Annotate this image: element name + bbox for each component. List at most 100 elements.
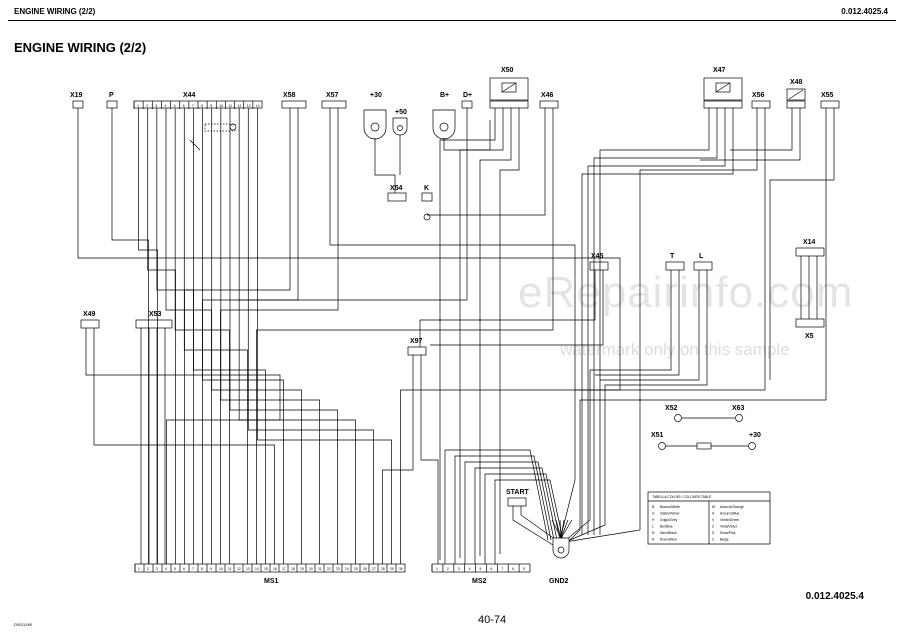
ms1-pin-number: 1: [138, 567, 140, 571]
x44-pin-number: 9: [210, 104, 212, 108]
terminal-plus30: +30: [363, 92, 387, 140]
connector-x56: X56: [751, 92, 771, 109]
connector-x97-label: X97: [410, 338, 423, 345]
watermark-sub: watermark only on this sample: [560, 340, 790, 359]
ms1-pin-number: 10: [219, 567, 223, 571]
color-table-cell: A: [712, 512, 715, 516]
connector-l: L: [693, 253, 713, 271]
ms1-pin-number: 7: [192, 567, 194, 571]
wire: [484, 473, 561, 564]
ms2-pin-number: 5: [480, 567, 482, 571]
wire: [575, 108, 766, 391]
wire: [559, 519, 562, 539]
wire: [238, 108, 356, 564]
connector-x47: X47: [703, 67, 743, 109]
ms2-pin-number: 9: [523, 567, 525, 571]
color-table-cell: Beige: [720, 538, 729, 542]
color-table-cell: Bianco/White: [660, 505, 680, 509]
connector-x58: X58: [281, 92, 307, 109]
ms1-pin-number: 2: [147, 567, 149, 571]
ms1-pin-number: 30: [399, 567, 403, 571]
x44-pin-number: 10: [219, 104, 223, 108]
ground-gnd2: GND2: [549, 537, 570, 585]
x44-pin-number: 4: [165, 104, 167, 108]
ms1-pin-number: 13: [246, 567, 250, 571]
wire: [247, 108, 374, 564]
wire: [329, 108, 576, 541]
ms1-pin-number: 22: [327, 567, 331, 571]
wire: [479, 108, 512, 556]
connector-x53-label: X53: [149, 311, 162, 318]
terminal-plus50: +50: [392, 109, 408, 136]
connector-k: K: [421, 185, 433, 221]
wire: [520, 506, 557, 541]
wire: [593, 108, 718, 535]
color-table-cell: V: [712, 518, 715, 522]
wire: [111, 108, 149, 564]
wire: [499, 108, 520, 554]
x44-pin-number: 2: [146, 104, 148, 108]
connector-x54-label: X54: [390, 185, 403, 192]
connector-x5-label: X5: [805, 333, 814, 340]
ms1-pin-number: 6: [183, 567, 185, 571]
terminal-d-plus-label: D+: [463, 92, 472, 99]
connector-x45-label: X45: [591, 253, 604, 260]
ms1-pin-number: 19: [300, 567, 304, 571]
color-table-cell: Verde/Green: [720, 518, 739, 522]
connector-x45: X45: [589, 253, 609, 271]
x44-pin-number: 8: [201, 104, 203, 108]
x51-label: X51: [651, 432, 664, 439]
wire: [494, 479, 564, 564]
color-table-cell: Rosso/Red: [660, 538, 677, 542]
wire: [565, 270, 672, 541]
wire: [567, 108, 827, 543]
wire: [555, 519, 562, 539]
color-table-cell: Azzurro/Blue: [720, 512, 740, 516]
x44-pin-number: 6: [183, 104, 185, 108]
wire: [595, 270, 680, 376]
x63-label: X63: [732, 405, 745, 412]
plus30-label: +30: [749, 432, 761, 439]
connector-t: T: [665, 253, 685, 271]
wire: [427, 108, 546, 216]
x44-pin-number: 1: [137, 104, 139, 108]
ms1-pin-number: 23: [336, 567, 340, 571]
connector-l-label: L: [699, 253, 704, 260]
wire: [419, 270, 596, 347]
ms1-pin-number: 24: [345, 567, 349, 571]
wire: [193, 108, 266, 564]
x44-pin-number: 11: [229, 104, 233, 108]
connector-x49: X49: [80, 311, 100, 329]
terminal-b-plus-label: B+: [440, 92, 449, 99]
ground-gnd2-label: GND2: [549, 578, 569, 585]
wire: [551, 519, 562, 539]
wire: [587, 108, 726, 535]
terminal-b-plus: B+: [432, 92, 456, 140]
watermark-main: eRepairinfo.com: [518, 268, 854, 317]
wire: [256, 108, 554, 564]
ms1-pin-number: 15: [264, 567, 268, 571]
wire: [599, 108, 710, 535]
wire: [560, 519, 565, 539]
wire: [189, 139, 201, 151]
wire: [454, 455, 552, 564]
connector-start-label: START: [506, 489, 530, 496]
ms1-pin-number: 11: [228, 567, 232, 571]
x44-pin-number: 5: [174, 104, 176, 108]
wire-splice: [229, 123, 237, 131]
color-table-cell: Viola/Violet: [720, 525, 737, 529]
ms2-pin-number: 1: [436, 567, 438, 571]
connector-p: P: [106, 92, 118, 109]
color-table-cell: B: [652, 505, 655, 509]
x44-pin-number: 14: [256, 104, 260, 108]
wire: [229, 108, 338, 564]
ms1-pin-number: 14: [255, 567, 259, 571]
ms1-pin-number: 3: [156, 567, 158, 571]
wire: [374, 138, 396, 193]
color-table-cell: C: [712, 538, 715, 542]
wire: [420, 355, 439, 564]
header-right-code: 0.012.4025.4: [841, 7, 888, 16]
wire: [474, 467, 558, 564]
